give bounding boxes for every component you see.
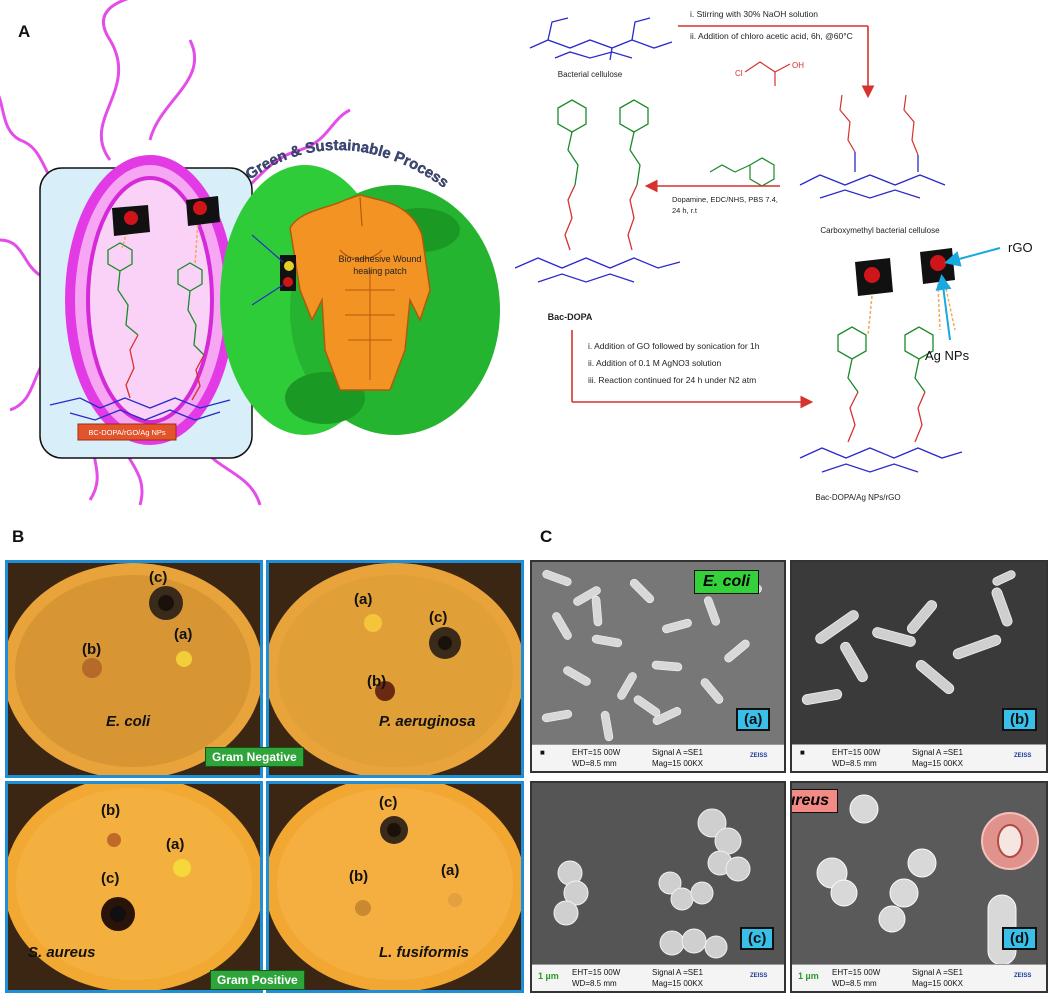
carboxymethyl-label: Carboxymethyl bacterial cellulose [820, 226, 940, 235]
sem-ecoli-tag: E. coli [694, 570, 760, 594]
plate-ecoli-label: E. coli [106, 713, 151, 730]
sem-b-zeiss: ZEISS [1014, 753, 1032, 759]
plate-paer-label: P. aeruginosa [379, 713, 476, 730]
dopa-chains-left [107, 242, 205, 356]
sem-b-signal: Signal A =SE1 [912, 748, 963, 757]
sem-b-eht: EHT=15 00W [832, 748, 881, 757]
rgo-flake-1 [112, 205, 150, 236]
plate-saur-c: (c) [101, 870, 120, 887]
rgo-label: rGO [1008, 240, 1033, 255]
chloroacetic-acid [744, 61, 791, 86]
sem-d-zeiss: ZEISS [1014, 973, 1032, 979]
sem-infobar-b: ■ EHT=15 00W WD=8.5 mm Signal A =SE1 Mag… [792, 744, 1046, 771]
dopamine-line1: Dopamine, EDC/NHS, PBS 7.4, [672, 195, 778, 204]
sem-a-eht: EHT=15 00W [572, 748, 621, 757]
sem-c-eht: EHT=15 00W [572, 968, 621, 977]
plate-saur-b: (b) [101, 802, 121, 819]
sem-d-mag: Mag=15 00KX [912, 979, 963, 988]
final-product-label: Bac-DOPA/Ag NPs/rGO [815, 493, 900, 502]
carboxymethyl-backbone [799, 152, 946, 199]
sem-infobar-d: 1 µm EHT=15 00W WD=8.5 mm Signal A =SE1 … [792, 964, 1046, 991]
sem-d-eht: EHT=15 00W [832, 968, 881, 977]
gram-negative-badge: Gram Negative [205, 747, 304, 767]
human-torso [289, 194, 431, 391]
plate-paer-c: (c) [429, 609, 448, 626]
sem-d-wd: WD=8.5 mm [832, 979, 877, 988]
final-backbone [799, 447, 963, 473]
bac-dopa-label: Bac-DOPA [548, 312, 593, 322]
bacterial-cellulose-structure [529, 17, 673, 61]
panel-label-a: A [18, 22, 31, 41]
sem-c-zeiss: ZEISS [750, 973, 768, 979]
step3-i: i. Addition of GO followed by sonication… [588, 341, 760, 351]
bac-dopa-backbone [514, 257, 681, 283]
sem-a-wd: WD=8.5 mm [572, 759, 617, 768]
plate-saur-label: S. aureus [28, 944, 96, 961]
chloro-oh: OH [792, 61, 804, 70]
sem-tag-a: (a) [736, 708, 771, 731]
cellulose-backbone-left [49, 397, 231, 421]
bacterium-cell [65, 155, 235, 445]
plate-lfusiformis: (c) (b) (a) L. fusiformis [266, 781, 524, 993]
bacterial-cellulose-label: Bacterial cellulose [558, 70, 623, 79]
sem-d-signal: Signal A =SE1 [912, 968, 963, 977]
sem-c-signal: Signal A =SE1 [652, 968, 703, 977]
sem-tag-c: (c) [740, 927, 775, 950]
final-catechols [837, 326, 934, 393]
chloro-cl: Cl [735, 69, 743, 78]
plate-saureus: (b) (a) (c) S. aureus [5, 781, 263, 993]
sem-c-scale: 1 µm [538, 971, 559, 981]
panel-label-c: C [540, 527, 553, 546]
final-rgo-flakes [855, 248, 955, 296]
sem-b-wd: WD=8.5 mm [832, 759, 877, 768]
bac-dopa-catechols [557, 99, 649, 186]
sem-c-mag: Mag=15 00KX [652, 979, 703, 988]
plate-lfus-a: (a) [441, 862, 460, 879]
composite-tag: BC-DOPA/rGO/Ag NPs [88, 428, 166, 437]
sem-c-wd: WD=8.5 mm [572, 979, 617, 988]
rgo-flake-2 [186, 196, 220, 226]
plate-ecoli-c: (c) [149, 569, 168, 586]
step1-ii: ii. Addition of chloro acetic acid, 6h, … [690, 31, 853, 41]
patch-label-line2: healing patch [353, 266, 407, 276]
step3-iii: iii. Reaction continued for 24 h under N… [588, 375, 756, 385]
plate-lfus-b: (b) [349, 868, 369, 885]
sem-image-b: (b) ■ EHT=15 00W WD=8.5 mm Signal A =SE1… [790, 560, 1048, 773]
sem-saureus-tag: S. aureus [792, 789, 839, 813]
panel-label-b: B [12, 527, 25, 546]
sem-b-mag: Mag=15 00KX [912, 759, 963, 768]
plate-paeruginosa: (a) (c) (b) P. aeruginosa [266, 560, 524, 778]
plate-lfus-c: (c) [379, 794, 398, 811]
sem-tag-d: (d) [1002, 927, 1038, 950]
carboxymethyl-groups [839, 94, 919, 156]
sem-infobar-a: ■ EHT=15 00W WD=8.5 mm Signal A =SE1 Mag… [532, 744, 784, 771]
synthesis-scheme: BC-DOPA/rGO/Ag NPs Bio-adhesive Wound he… [0, 0, 1033, 506]
plate-lfus-label: L. fusiformis [379, 944, 470, 961]
step1-i: i. Stirring with 30% NaOH solution [690, 9, 818, 19]
patch-label-line1: Bio-adhesive Wound [339, 254, 422, 264]
plate-ecoli-b: (b) [82, 641, 102, 658]
agnps-label: Ag NPs [925, 348, 970, 363]
sem-infobar-c: 1 µm EHT=15 00W WD=8.5 mm Signal A =SE1 … [532, 964, 784, 991]
sem-image-d: S. aureus (d) 1 µm EHT=15 00W WD=8.5 mm … [790, 781, 1048, 993]
dopamine-line2: 24 h, r.t [672, 206, 698, 215]
plate-ecoli-a: (a) [174, 626, 193, 643]
dopamine-molecule [709, 157, 775, 187]
sem-image-a: E. coli (a) ■ EHT=15 00W WD=8.5 mm Signa… [530, 560, 786, 773]
sem-tag-b: (b) [1002, 708, 1038, 731]
sem-d-scale: 1 µm [798, 971, 819, 981]
sem-a-zeiss: ZEISS [750, 753, 768, 759]
step3-ii: ii. Addition of 0.1 M AgNO3 solution [588, 358, 722, 368]
plate-paer-a: (a) [354, 591, 373, 608]
gram-positive-badge: Gram Positive [210, 970, 305, 990]
sem-image-c: (c) 1 µm EHT=15 00W WD=8.5 mm Signal A =… [530, 781, 786, 993]
sem-a-mag: Mag=15 00KX [652, 759, 703, 768]
plate-ecoli: (c) (b) (a) E. coli [5, 560, 263, 778]
plate-paer-b: (b) [367, 673, 387, 690]
plate-saur-a: (a) [166, 836, 185, 853]
sem-a-signal: Signal A =SE1 [652, 748, 703, 757]
